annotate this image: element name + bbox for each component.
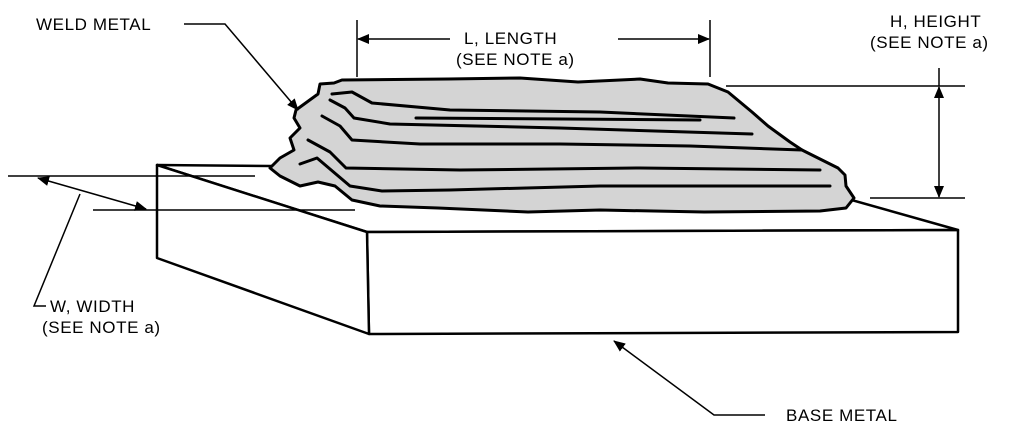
length-label: L, LENGTH <box>464 29 558 48</box>
width-note: (SEE NOTE a) <box>42 318 161 337</box>
height-note: (SEE NOTE a) <box>870 33 989 52</box>
height-label: H, HEIGHT <box>890 12 982 31</box>
block-front-face <box>365 228 960 336</box>
weld-metal-deposit <box>268 76 856 214</box>
weld-bead-layers <box>298 90 832 193</box>
length-note: (SEE NOTE a) <box>456 50 575 69</box>
weld-metal-label: WELD METAL <box>36 15 152 34</box>
dimension-lines <box>8 20 965 416</box>
width-arrow <box>37 176 147 211</box>
base-metal-leader <box>613 340 765 416</box>
base-metal-label: BASE METAL <box>786 406 898 425</box>
weld-metal-leader <box>184 23 299 111</box>
width-label: W, WIDTH <box>50 297 136 316</box>
width-leader <box>32 193 81 307</box>
